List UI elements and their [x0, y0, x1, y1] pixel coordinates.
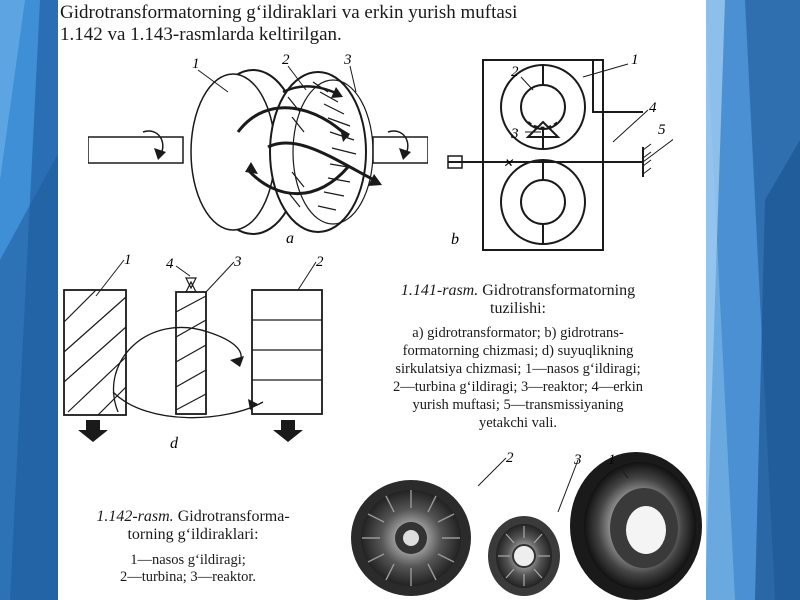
document-page: Gidrotransformatorning g‘ildiraklari va …	[58, 0, 706, 600]
figure-141-desc-line-4: 2—turbina g‘ildiragi; 3—reaktor; 4—erkin	[392, 379, 644, 395]
figure-142-wheels-photo: 2 3 1	[351, 450, 702, 600]
figure-b-label-1: 1	[631, 52, 639, 68]
figure-141-number: 1.141-rasm.	[400, 282, 479, 299]
figure-d-letter: d	[170, 435, 179, 452]
figure-142-description: 1—nasos g‘ildiragi; 2—turbina; 3—reaktor…	[58, 552, 318, 586]
figure-a-label-1: 1	[192, 56, 200, 72]
figure-142-label-3: 3	[573, 452, 582, 468]
svg-text:✕: ✕	[503, 156, 514, 170]
figure-141-title-b: tuzilishi:	[490, 300, 546, 317]
figure-b-schematic: ✕ 2 1 3 4 5 b	[447, 52, 673, 251]
figure-d-label-3: 3	[233, 254, 242, 270]
figure-142-title-a: Gidrotransforma-	[173, 508, 290, 525]
figure-141-desc-line-5: yurish muftasi; 5—transmissiyaning	[412, 397, 624, 413]
figure-a-label-3: 3	[343, 52, 352, 68]
figure-142-label-2: 2	[506, 450, 514, 466]
intro-line-2: 1.142 va 1.143-rasmlarda keltirilgan.	[60, 24, 342, 45]
figure-142-caption: 1.142-rasm. Gidrotransforma- torning g‘i…	[58, 508, 328, 544]
figure-d-label-1: 1	[124, 252, 132, 268]
figure-142-label-1: 1	[608, 452, 616, 468]
figure-141-desc-line-1: a) gidrotransformator; b) gidrotrans-	[412, 325, 624, 341]
figure-142-desc-line-2: 2—turbina; 3—reaktor.	[119, 569, 257, 585]
figure-b-label-5: 5	[658, 122, 666, 138]
figure-141-desc-line-2: formatorning chizmasi; d) suyuqlikning	[402, 343, 634, 359]
figure-141-caption: 1.141-rasm. Gidrotransformatorning tuzil…	[358, 282, 678, 318]
slide-right-decoration	[705, 0, 800, 600]
figure-141-title-a: Gidrotransformatorning	[478, 282, 636, 299]
intro-line-1: Gidrotransformatorning g‘ildiraklari va …	[60, 2, 518, 23]
figure-a-torque-converter: 1 2 3 a	[88, 52, 428, 247]
figure-142-number: 1.142-rasm.	[96, 508, 174, 525]
figure-b-letter: b	[451, 231, 459, 248]
figure-141-desc-line-3: sirkulatsiya chizmasi; 1—nasos g‘ildirag…	[395, 361, 641, 377]
figure-a-letter: a	[286, 230, 294, 247]
figure-141-description: a) gidrotransformator; b) gidrotrans- fo…	[344, 324, 692, 432]
figure-b-label-4: 4	[649, 100, 657, 116]
figure-b-label-3: 3	[510, 126, 519, 142]
slide-left-decoration	[0, 0, 60, 600]
figure-d-circulation: 1 4 3 2 d	[63, 252, 324, 452]
figure-b-label-2: 2	[511, 64, 519, 80]
figure-142-title-b: torning g‘ildiraklari:	[127, 526, 259, 543]
figure-141-desc-line-6: yetakchi vali.	[478, 415, 558, 431]
figure-d-label-4: 4	[166, 256, 174, 272]
figure-142-desc-line-1: 1—nasos g‘ildiragi;	[130, 552, 246, 568]
figure-a-label-2: 2	[282, 52, 290, 68]
figure-d-label-2: 2	[316, 254, 324, 270]
